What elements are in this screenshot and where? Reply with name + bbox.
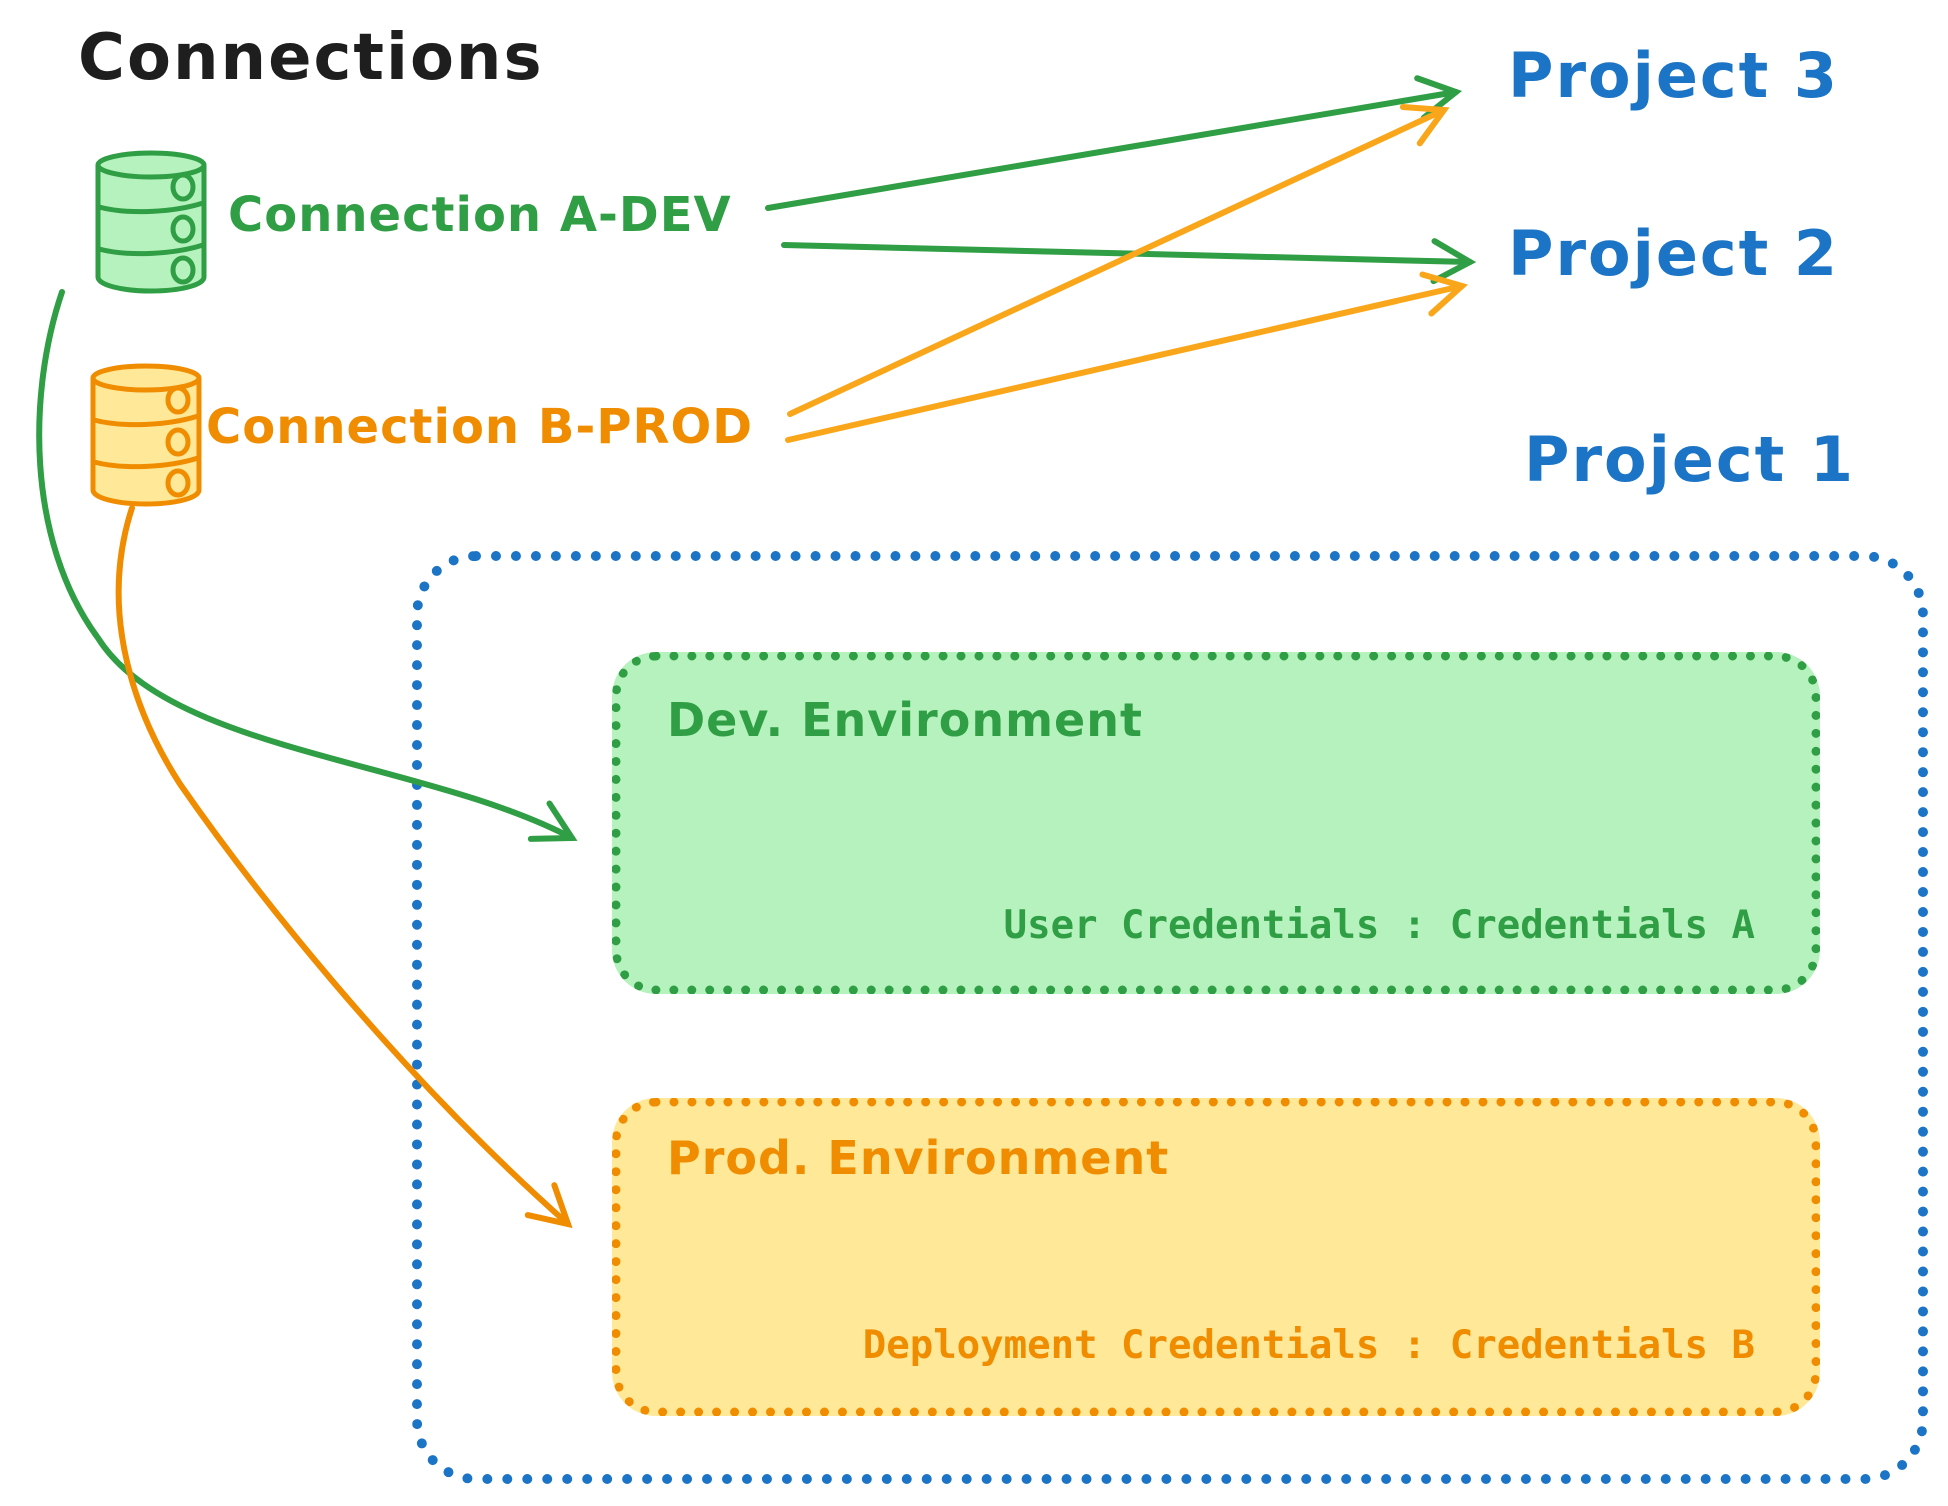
prod-environment-box: Prod. Environment Deployment Credentials… [612, 1098, 1820, 1416]
prod-environment-credentials: Deployment Credentials : Credentials B [862, 1323, 1755, 1368]
connection-a-dev-label: Connection A-DEV [228, 187, 732, 243]
connection-b-prod-label: Connection B-PROD [206, 399, 754, 455]
arrow-adev-to-project3 [765, 75, 1463, 211]
dev-environment-title: Dev. Environment [667, 693, 1143, 747]
prod-environment-title: Prod. Environment [667, 1131, 1170, 1185]
arrow-bprod-to-project3 [787, 104, 1450, 417]
dev-environment-box: Dev. Environment User Credentials : Cred… [612, 652, 1820, 994]
database-icon-dev [95, 150, 207, 294]
project-2-label: Project 2 [1508, 217, 1840, 290]
arrow-adev-to-project2 [781, 238, 1477, 285]
diagram-title: Connections [78, 21, 544, 95]
project-1-label: Project 1 [1524, 423, 1856, 496]
arrow-bprod-to-project2 [785, 271, 1469, 443]
project-3-label: Project 3 [1508, 39, 1840, 112]
dev-environment-credentials: User Credentials : Credentials A [1003, 903, 1755, 948]
database-icon-prod [90, 363, 202, 507]
